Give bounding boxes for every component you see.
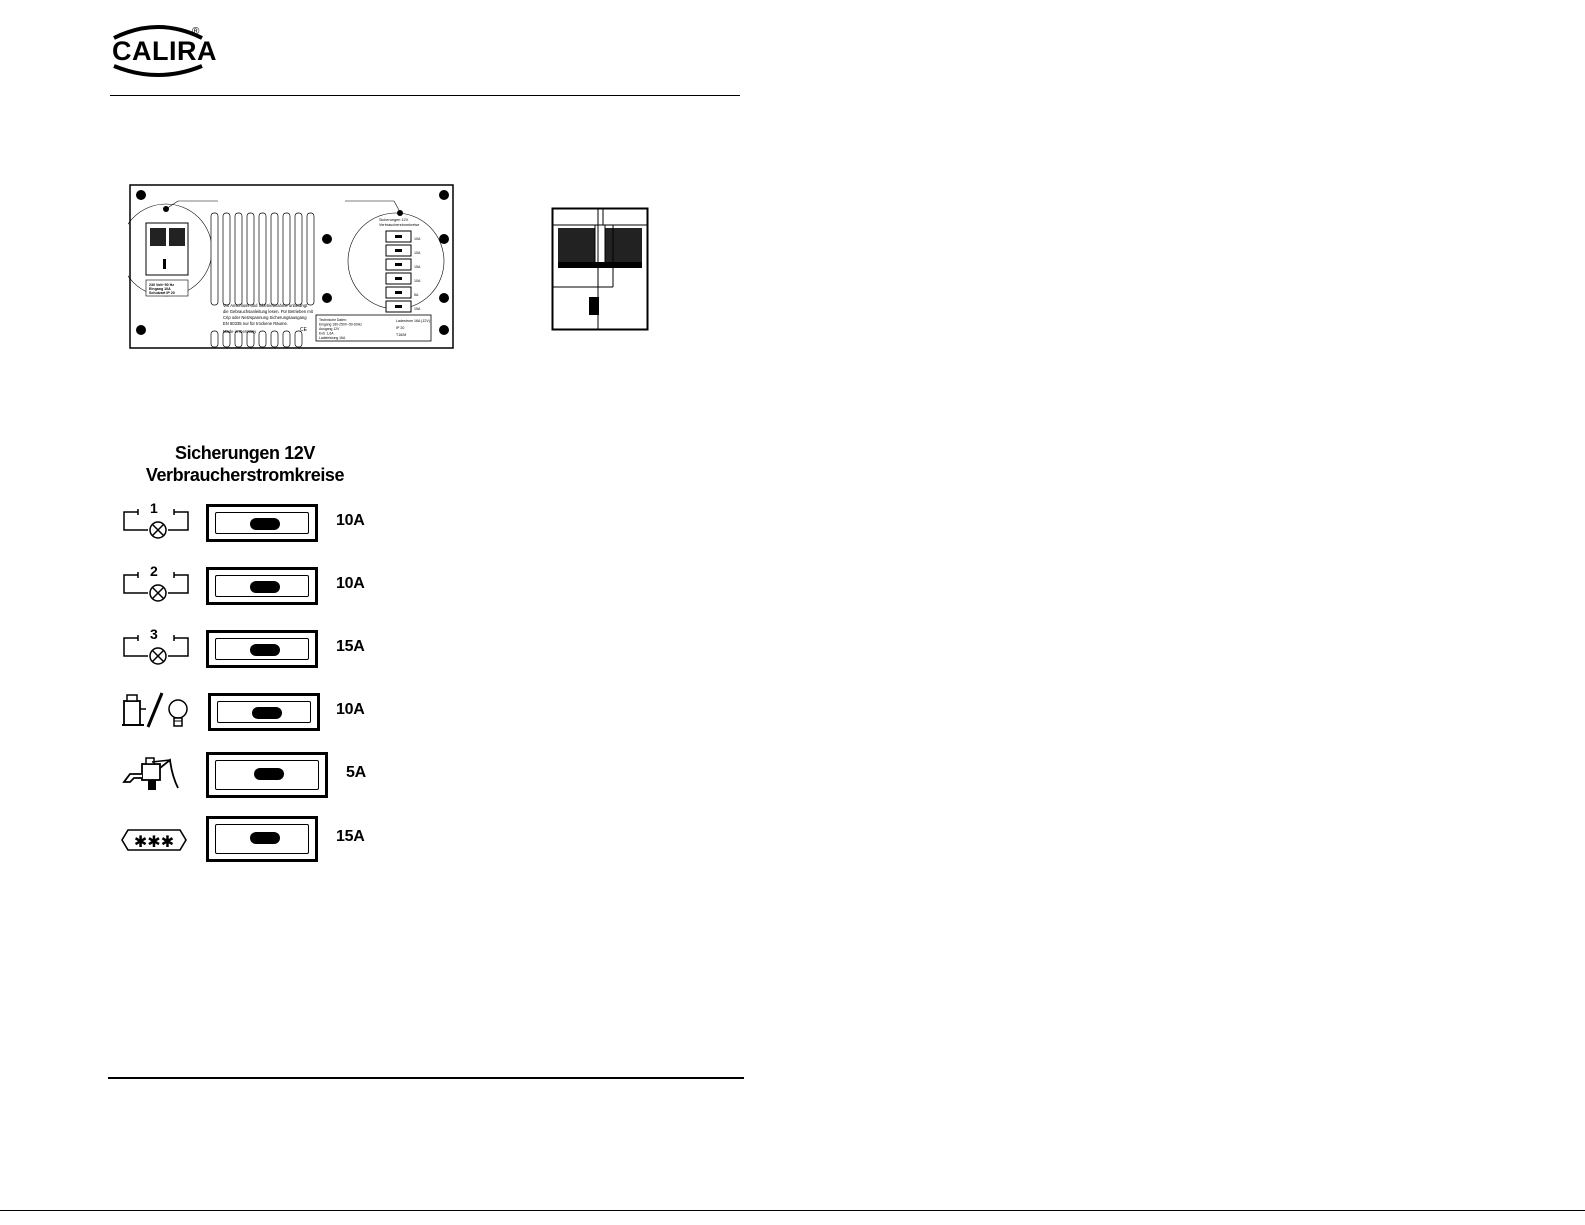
panel-spec-right: T16/M — [396, 333, 406, 337]
panel-warning-text: EN 60335 nur für trockene Räume. — [223, 321, 288, 326]
panel-fuse-value: 15A — [414, 265, 421, 269]
fuse-row-2: 2 10A — [118, 563, 418, 613]
lamp-circuit-2-icon: 2 — [123, 563, 189, 602]
panel-warning-text: Vor Anschluss und Inbetriebnahme unbedin… — [223, 303, 308, 308]
panel-spec-right: IP 20 — [396, 326, 404, 330]
fuse-slot-1 — [206, 504, 318, 542]
panel-warning-text: Crip oder Netzspannung Sicherungsausgang — [223, 315, 307, 320]
logo-text: CALIRA — [112, 36, 217, 66]
page-bottom-line — [0, 1210, 1585, 1211]
svg-text:1: 1 — [150, 500, 158, 516]
svg-text:✱✱✱: ✱✱✱ — [134, 832, 174, 851]
refrigerator-icon: ✱✱✱ — [121, 829, 187, 851]
fuse-rating-4: 10A — [336, 701, 365, 718]
panel-fuse-value: 10A — [414, 279, 421, 283]
fuse-slot-4 — [208, 693, 320, 731]
panel-spec-text: Ausgang 12V — [319, 327, 340, 331]
legend-title: Sicherungen 12V Verbraucherstromkreise — [130, 442, 360, 486]
panel-made-in: Made in Germany — [223, 329, 257, 334]
panel-fuse-value: 5A — [414, 293, 419, 297]
legend-title-line1: Sicherungen 12V — [174, 443, 316, 463]
panel-ce-mark: CE — [300, 327, 308, 333]
legend-title-line2: Verbraucherstromkreise — [145, 465, 345, 485]
lamp-circuit-1-icon: 1 — [123, 500, 189, 539]
panel-input-label: Schutzart IP 20 — [149, 291, 175, 295]
pump-lightbulb-icon — [122, 692, 188, 728]
lamp-circuit-3-icon: 3 — [123, 626, 189, 665]
water-pump-icon — [122, 757, 179, 790]
fuse-row-6: ✱✱✱ 15A — [118, 816, 418, 866]
panel-spec-text: Ladeleistung 16A — [319, 336, 346, 340]
header-rule — [110, 95, 740, 96]
fuse-row-3: 3 15A — [118, 626, 418, 676]
panel-fuse-value: 10A — [414, 251, 421, 255]
registered-mark: ® — [192, 26, 200, 37]
fuse-rating-2: 10A — [336, 575, 365, 592]
fuse-row-1: 1 10A — [118, 500, 418, 550]
panel-spec-text: Evtl. 1,6A — [319, 332, 334, 336]
fuse-rating-1: 10A — [336, 512, 365, 529]
panel-input-label: 230 Volt~50 Hz — [149, 283, 174, 287]
fuse-slot-2 — [206, 567, 318, 605]
panel-fuse-header: Sicherungen 12V — [379, 218, 409, 222]
panel-fuse-header: Verbraucherstromkreise — [379, 223, 419, 227]
fuse-slot-6 — [206, 816, 318, 862]
panel-spec-text: Eingang 180-250V~50-60Hz — [319, 323, 362, 327]
fuse-rating-5: 5A — [346, 764, 366, 781]
panel-spec-right: Ladestrom 16A (12V) — [396, 319, 430, 323]
fuse-slot-5 — [206, 752, 328, 798]
fuse-rating-3: 15A — [336, 638, 365, 655]
svg-text:2: 2 — [150, 563, 158, 579]
fuse-row-4: 10A — [118, 689, 418, 739]
panel-warning-text: die Gebrauchsanleitung lesen. Für Betrie… — [223, 309, 314, 314]
footer-rule — [108, 1077, 744, 1079]
fuse-slot-3 — [206, 630, 318, 668]
svg-text:3: 3 — [150, 626, 158, 642]
breaker-detail-diagram — [551, 207, 649, 331]
panel-fuse-value: 15A — [414, 307, 421, 311]
fuse-rating-6: 15A — [336, 828, 365, 845]
fuse-row-5: 5A — [118, 752, 418, 802]
panel-input-label: Eingang 10A — [149, 287, 171, 291]
calira-logo: CALIRA ® — [108, 22, 217, 82]
panel-fuse-value: 10A — [414, 237, 421, 241]
panel-spec-text: Technische Daten: — [319, 318, 347, 322]
logo-arc-icon — [113, 25, 203, 77]
